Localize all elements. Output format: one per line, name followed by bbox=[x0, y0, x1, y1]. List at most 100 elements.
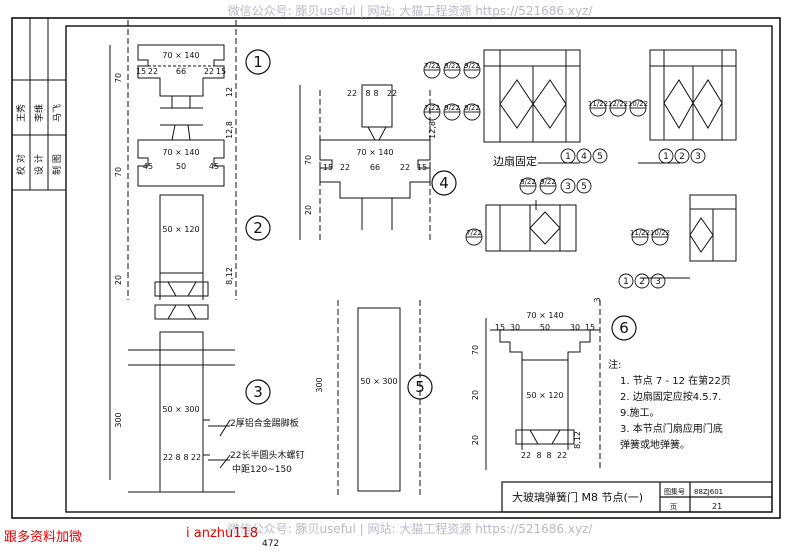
dim-12-8b: 12,8 bbox=[428, 121, 437, 139]
dim-8b: 8 bbox=[183, 453, 188, 462]
node-circles bbox=[245, 49, 637, 405]
tag-3b: 3 bbox=[565, 182, 571, 192]
elevation-fixed-a bbox=[485, 204, 577, 252]
dim-20b: 20 bbox=[304, 205, 313, 215]
dim-50b: 50 bbox=[540, 323, 550, 332]
dim-15f: 15 bbox=[585, 323, 595, 332]
dim-66: 66 bbox=[176, 67, 186, 76]
dim-3: 3 bbox=[593, 297, 602, 302]
elevation-fixed-b bbox=[689, 194, 737, 262]
title-block bbox=[501, 481, 773, 513]
dim-22j: 22 bbox=[557, 451, 567, 460]
dim-20c: 20 bbox=[471, 390, 480, 400]
dim-22h: 22 bbox=[400, 163, 410, 172]
ref-10-22: 10/22 bbox=[628, 100, 648, 108]
dim-15d: 15 bbox=[417, 163, 427, 172]
node-number-5: 5 bbox=[415, 378, 425, 396]
notes-heading: 注: bbox=[608, 358, 621, 371]
note-line-3: 9.施工。 bbox=[620, 406, 660, 419]
tag-1: 1 bbox=[565, 152, 571, 162]
ref-9-22: 9/22 bbox=[464, 62, 480, 70]
dim-22i: 22 bbox=[521, 451, 531, 460]
dim-15: 15 bbox=[136, 67, 146, 76]
dim-70: 70 bbox=[114, 73, 123, 83]
dim-66b: 66 bbox=[370, 163, 380, 172]
ref-11-22b: 11/22 bbox=[630, 229, 650, 237]
dim-22b: 22 bbox=[204, 67, 214, 76]
dim-8c: 8 bbox=[365, 89, 370, 98]
dim-8d: 8 bbox=[373, 89, 378, 98]
tag-1c: 1 bbox=[623, 277, 629, 287]
node-number-3: 3 bbox=[253, 383, 263, 401]
dim-45b: 45 bbox=[209, 162, 219, 171]
ref-7-22b: 7/22 bbox=[424, 104, 440, 112]
page-number: 21 bbox=[712, 502, 722, 511]
dim-20d: 20 bbox=[471, 435, 480, 445]
watermark-bottom: 微信公众号: 豚贝useful | 网站: 大猫工程资源 https://521… bbox=[227, 522, 593, 536]
inner-frame bbox=[65, 25, 773, 513]
dim-20: 20 bbox=[114, 275, 123, 285]
ref-8-22b: 8/22 bbox=[464, 104, 480, 112]
size-50x120-b: 50 × 120 bbox=[526, 391, 563, 400]
profile-node-1 bbox=[137, 44, 225, 109]
dim-8: 8 bbox=[175, 453, 180, 462]
signature-1: 王秀 bbox=[15, 104, 27, 122]
note-line-5: 弹簧或地弹簧。 bbox=[620, 438, 690, 451]
node-number-2: 2 bbox=[253, 219, 263, 237]
dim-30: 30 bbox=[510, 323, 520, 332]
dim-12: 12 bbox=[225, 87, 234, 97]
dim-8-12: 8,12 bbox=[225, 267, 234, 285]
node-number-4: 4 bbox=[439, 174, 449, 192]
sheet-frame bbox=[11, 17, 781, 519]
elevation-door-b bbox=[649, 49, 737, 141]
callout-screw: 22长半圆头木螺钉 bbox=[230, 449, 304, 461]
side-row-draw: 制 图 bbox=[51, 154, 63, 175]
tag-2: 2 bbox=[679, 152, 685, 162]
note-line-4: 3. 本节点门扇应用门底 bbox=[620, 422, 723, 435]
size-70x140-c: 70 × 140 bbox=[356, 148, 393, 157]
drawing-title: 大玻璃弹簧门 M8 节点(一) bbox=[512, 490, 643, 504]
atlas-label: 图集号 bbox=[664, 487, 685, 496]
tag-1b: 1 bbox=[663, 152, 669, 162]
ref-10-22b: 10/22 bbox=[650, 229, 670, 237]
signature-2: 李维 bbox=[33, 104, 45, 122]
size-70x140-b: 70 × 140 bbox=[162, 148, 199, 157]
size-70x140-d: 70 × 140 bbox=[526, 311, 563, 320]
dim-15c: 15 bbox=[323, 163, 333, 172]
dim-50: 50 bbox=[176, 162, 186, 171]
node-number-1: 1 bbox=[253, 53, 263, 71]
profile-node-6 bbox=[485, 300, 601, 470]
profile-node-2 bbox=[137, 124, 225, 300]
signature-3: 马飞 bbox=[52, 104, 63, 122]
ref-12-22: 12/22 bbox=[608, 100, 628, 108]
size-50x120-a: 50 × 120 bbox=[162, 225, 199, 234]
dim-30b: 30 bbox=[570, 323, 580, 332]
side-row-check: 校 对 bbox=[15, 154, 27, 175]
dim-12-8: 12,8 bbox=[225, 121, 234, 139]
ref-7-22: 7/22 bbox=[424, 62, 440, 70]
ref-8-22: 8/22 bbox=[444, 62, 460, 70]
ref-9-22b: 9/22 bbox=[444, 104, 460, 112]
dim-8f: 8 bbox=[546, 451, 551, 460]
dim-22d: 22 bbox=[191, 453, 201, 462]
tag-4: 4 bbox=[581, 152, 587, 162]
ref-11-22: 11/22 bbox=[588, 100, 608, 108]
dim-8-12b: 8,12 bbox=[573, 431, 582, 449]
elevation-door-a bbox=[483, 49, 581, 143]
tag-3: 3 bbox=[695, 152, 701, 162]
dim-70b: 70 bbox=[114, 167, 123, 177]
size-50x300-b: 50 × 300 bbox=[360, 377, 397, 386]
tag-2b: 2 bbox=[639, 277, 645, 287]
watermark-top: 微信公众号: 豚贝useful | 网站: 大猫工程资源 https://521… bbox=[227, 4, 593, 18]
ref-8-22c: 8/22 bbox=[520, 178, 536, 186]
dim-22f: 22 bbox=[387, 89, 397, 98]
tag-3c: 3 bbox=[655, 277, 661, 287]
dim-8e: 8 bbox=[536, 451, 541, 460]
dim-22e: 22 bbox=[347, 89, 357, 98]
dim-15e: 15 bbox=[495, 323, 505, 332]
callout-spacing: 中距120~150 bbox=[232, 463, 292, 475]
dim-15b: 15 bbox=[216, 67, 226, 76]
dim-70c: 70 bbox=[304, 155, 313, 165]
dim-300: 300 bbox=[114, 412, 123, 427]
